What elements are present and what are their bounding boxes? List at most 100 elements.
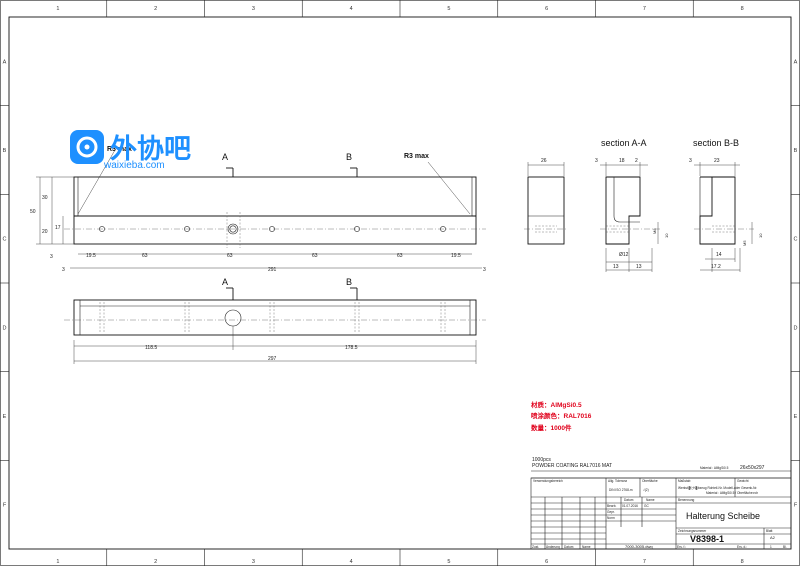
tb-bl: Bl. [783, 545, 787, 549]
section-b-label-bottom: B [346, 277, 352, 287]
zone-col-bottom-2: 2 [154, 559, 157, 565]
tb-aenderung: Änderung [546, 545, 560, 549]
hole-2 [184, 226, 190, 232]
zone-col-top-2: 2 [154, 6, 157, 12]
zone-col-bottom-6: 6 [545, 559, 548, 565]
zone-col-bottom-3: 3 [252, 559, 255, 565]
bb-dim-top-left: 3 [689, 158, 692, 164]
zone-col-top-5: 5 [447, 6, 450, 12]
section-a-label-bottom: A [222, 277, 228, 287]
note-material: 材质：AlMgSi0.5 [530, 400, 582, 409]
zone-row-left-F: F [3, 503, 7, 509]
tb-sheet-no: 1 [770, 545, 772, 549]
tb-zeichnungsnummer: Zeichnungsnummer [678, 529, 707, 533]
zone-row-left-C: C [3, 237, 7, 243]
tb-oberflaeche: Oberfläche [642, 479, 658, 483]
watermark-url: waixieba.com [103, 160, 165, 171]
dim-top-left: 118.5 [145, 345, 157, 351]
zone-col-top-1: 1 [56, 6, 59, 12]
zone-col-top-3: 3 [252, 6, 255, 12]
zone-col-bottom-4: 4 [350, 559, 353, 565]
bb-dim-thread: M5 [742, 240, 747, 246]
side-view: 26 [524, 158, 568, 245]
bb-dim-thread-depth: 10 [758, 233, 763, 238]
tb-bearb-name: GC [644, 504, 649, 508]
leader-r3-right [427, 161, 471, 215]
tb-ers-durch: Ers. d.: [737, 545, 747, 549]
tb-allg-toleranz: Allg. Toleranz [608, 479, 627, 483]
hole-3 [269, 226, 275, 232]
watermark: 外协吧 waixieba.com [70, 130, 191, 171]
aa-dim-top-right: 2 [635, 158, 638, 164]
dim-height-lower: 20 [42, 229, 48, 235]
zone-row-left-A: A [3, 59, 7, 65]
top-view: A B 118.5 178.5 297 [64, 277, 486, 364]
tb-title: Halterung Scheibe [686, 511, 760, 521]
tb-blatt: Blatt [766, 529, 772, 533]
zone-row-right-B: B [794, 148, 798, 154]
inner-frame [8, 16, 792, 550]
aa-dim-top-mid: 18 [619, 158, 625, 164]
aa-dim-thread: M8 [652, 228, 657, 234]
aa-dim-bottom-left: 13 [613, 264, 619, 270]
hole-5 [440, 226, 446, 232]
spacing-4: 63 [312, 253, 318, 259]
section-b-label-top: B [346, 152, 352, 162]
zone-col-top-6: 6 [545, 6, 548, 12]
front-view-outline [73, 176, 477, 245]
dim-top-right: 178.5 [345, 345, 358, 351]
dim-left-offset: 3 [50, 254, 53, 260]
zone-row-right-D: D [794, 325, 798, 331]
spacing-5: 63 [397, 253, 403, 259]
dim-hole-height: 17 [55, 225, 61, 231]
zone-row-left-E: E [3, 414, 7, 420]
tb-ers-fuer: Ers. f.: [677, 545, 686, 549]
dim-height-upper: 30 [42, 195, 48, 201]
section-aa-profile [605, 176, 641, 245]
tb-name-col: Name [646, 498, 655, 502]
dim-left-end: 3 [62, 267, 65, 273]
spacing-6: 19.5 [451, 253, 461, 259]
tb-file: 7000-3005.dwg [625, 544, 653, 549]
section-aa-title: section A-A [601, 138, 647, 148]
note-quantity: 数量：1000件 [531, 423, 572, 432]
section-bb: section B-B 3 23 M5 10 14 17.2 [689, 138, 763, 272]
top-view-holes [64, 302, 486, 333]
tb-sheet-size: A2 [770, 535, 776, 540]
side-dim-width: 26 [541, 158, 547, 164]
zone-row-left-D: D [3, 325, 7, 331]
tb-werkstoff-label: Werkstoff, Halbzeug Rohteil-Nr. Modell-o… [678, 486, 757, 490]
tb-datum-col: Datum [624, 498, 634, 502]
dim-right-end: 3 [483, 267, 486, 273]
material-size: 26x50x297 [740, 465, 765, 471]
zone-col-bottom-1: 1 [56, 559, 59, 565]
dim-height-total: 50 [30, 209, 36, 215]
section-aa: section A-A 3 18 2 M8 10 Ø12 13 13 [595, 138, 669, 272]
zone-row-right-A: A [794, 59, 798, 65]
top-view-outline [73, 299, 477, 336]
spacing-1: 19.5 [86, 253, 96, 259]
notes-cn: 材质：AlMgSi0.5 喷涂颜色：RAL7016 数量：1000件 [530, 400, 592, 432]
top-view-large-hole [224, 309, 242, 327]
tb-scale: 1 : 1 [688, 486, 698, 492]
material-label: Material : AlMgSi0.5 [700, 466, 729, 470]
title-block: Verwendungsbereich Allg. Toleranz DIN IS… [530, 477, 792, 550]
tb-werkstoff-value: Material : AlMgSi0.5 / Oberfläche:roh [706, 491, 758, 495]
zone-col-bottom-7: 7 [643, 559, 646, 565]
tb-ober-value: √(2) [643, 488, 649, 492]
section-bb-title: section B-B [693, 138, 739, 148]
zone-row-left-B: B [3, 148, 7, 154]
tb-bearb-date: 01.07.2016 [622, 504, 638, 508]
tb-benennung: Benennung [678, 498, 695, 502]
tb-norm: Norm [607, 516, 615, 520]
tb-massstab: Maßstab [678, 479, 691, 483]
tb-verwendungsbereich: Verwendungsbereich [533, 479, 563, 483]
zone-col-bottom-5: 5 [447, 559, 450, 565]
tb-zust: Zust. [532, 545, 539, 549]
section-bb-profile [699, 176, 736, 245]
front-view: A B R3 max R3 max 50 30 20 17 3 19.5 63 … [30, 146, 486, 273]
note-qty: 1000pcs [532, 457, 551, 463]
